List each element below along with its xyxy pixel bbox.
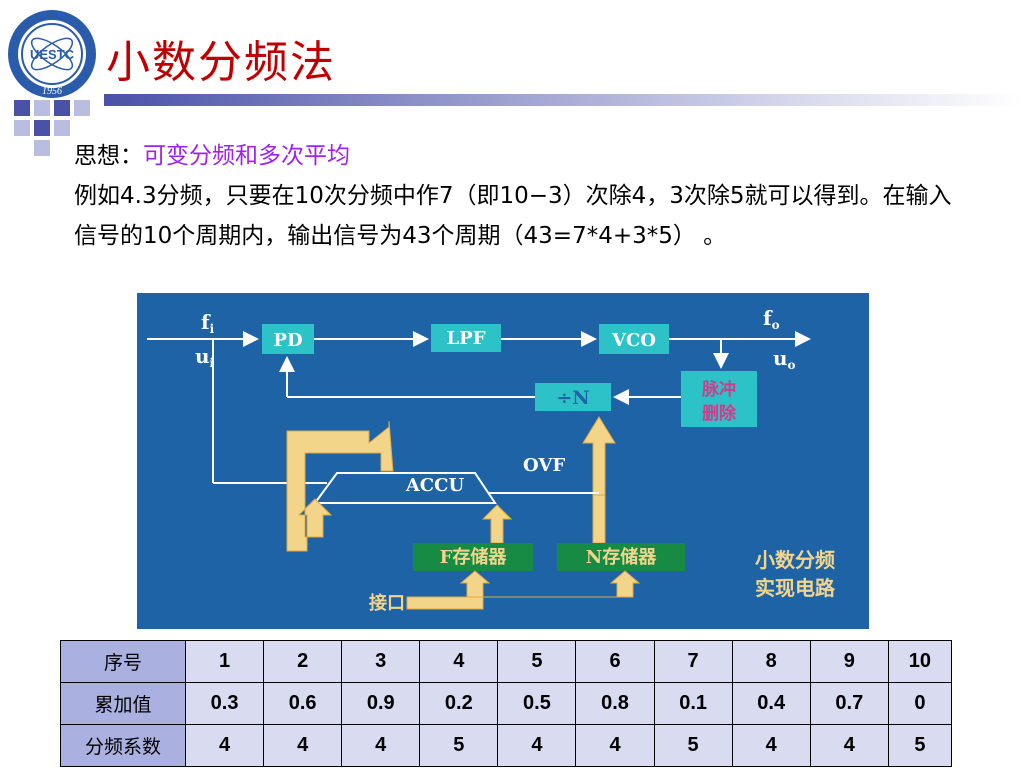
table-cell: 0.8 xyxy=(575,682,655,725)
table-cell: 4 xyxy=(341,724,421,767)
deco-square xyxy=(34,100,50,116)
table-cell: 0.2 xyxy=(419,682,499,725)
table-cell: 4 xyxy=(184,724,265,767)
ovf-label: OVF xyxy=(523,455,565,476)
title-underline-bar xyxy=(104,94,1024,106)
row-header: 序号 xyxy=(60,640,186,683)
accu-feedback-arrow xyxy=(286,420,394,552)
pd-block xyxy=(262,324,314,354)
table-cell: 7 xyxy=(653,640,733,683)
n-store-arrow xyxy=(592,494,606,544)
table-cell: 10 xyxy=(887,640,953,683)
svg-text:1956: 1956 xyxy=(42,86,62,97)
table-cell: 6 xyxy=(575,640,655,683)
vco-label: VCO xyxy=(611,330,656,351)
table-cell: 0.7 xyxy=(809,682,889,725)
n-store-block xyxy=(557,543,685,571)
idea-line: 思想：可变分频和多次平均 xyxy=(74,136,350,176)
diagram-caption-1: 小数分频 xyxy=(755,548,835,572)
table-cell: 0.6 xyxy=(263,682,343,725)
interface-arrow xyxy=(406,570,641,610)
pulse-delete-label-2: 删除 xyxy=(702,403,737,424)
deco-square xyxy=(34,120,50,136)
pulse-delete-block xyxy=(681,371,757,427)
accu-block xyxy=(313,472,497,504)
output-volt-label: uo xyxy=(773,346,796,372)
table-cell: 0 xyxy=(887,682,953,725)
table-cell: 5 xyxy=(497,640,577,683)
ovf-arrow xyxy=(582,416,616,496)
interface-label: 接口 xyxy=(369,592,405,614)
f-store-block xyxy=(413,543,533,571)
deco-square xyxy=(74,100,90,116)
divide-n-block xyxy=(535,383,611,411)
table-cell: 4 xyxy=(731,724,811,767)
deco-square xyxy=(14,120,30,136)
table-cell: 1 xyxy=(184,640,265,683)
idea-label: 思想： xyxy=(74,143,143,169)
deco-square xyxy=(34,140,50,156)
deco-square xyxy=(14,100,30,116)
divide-n-label: ÷N xyxy=(556,387,589,409)
table-cell: 4 xyxy=(497,724,577,767)
vco-block xyxy=(599,324,669,354)
table-cell: 0.5 xyxy=(497,682,577,725)
row-header: 分频系数 xyxy=(60,724,186,767)
slide-title: 小数分频法 xyxy=(106,37,336,88)
table-cell: 0.3 xyxy=(184,682,265,725)
university-logo: UESTC 1956 xyxy=(8,10,96,98)
diagram-caption-2: 实现电路 xyxy=(755,576,836,600)
table-cell: 0.4 xyxy=(731,682,811,725)
f-store-label: F存储器 xyxy=(440,546,508,568)
row-header: 累加值 xyxy=(60,682,186,725)
table-cell: 5 xyxy=(653,724,733,767)
table-cell: 5 xyxy=(887,724,953,767)
table-cell: 4 xyxy=(419,640,499,683)
table-cell: 0.1 xyxy=(653,682,733,725)
svg-text:UESTC: UESTC xyxy=(30,47,75,62)
n-store-label: N存储器 xyxy=(586,546,657,568)
lpf-label: LPF xyxy=(447,328,486,349)
deco-square xyxy=(54,120,70,136)
table-cell: 4 xyxy=(575,724,655,767)
pulse-delete-label-1: 脉冲 xyxy=(701,379,736,400)
table-cell: 4 xyxy=(809,724,889,767)
input-volt-label: ui xyxy=(195,344,215,370)
example-paragraph: 例如4.3分频，只要在10次分频中作7（即10−3）次除4，3次除5就可以得到。… xyxy=(74,183,952,249)
table-cell: 3 xyxy=(341,640,421,683)
table-cell: 8 xyxy=(731,640,811,683)
lpf-block xyxy=(431,324,501,352)
table-cell: 2 xyxy=(263,640,343,683)
deco-square xyxy=(54,100,70,116)
table-cell: 4 xyxy=(263,724,343,767)
table-cell: 0.9 xyxy=(341,682,421,725)
accu-label: ACCU xyxy=(405,475,465,496)
idea-highlight: 可变分频和多次平均 xyxy=(143,143,350,169)
output-freq-label: fo xyxy=(763,306,780,332)
f-store-arrow xyxy=(481,504,513,544)
table-cell: 9 xyxy=(809,640,889,683)
fractional-divider-circuit-diagram: fi ui PD LPF VCO fo uo 脉冲 删除 ÷N OVF xyxy=(137,293,869,629)
pd-label: PD xyxy=(273,330,302,351)
input-freq-label: fi xyxy=(201,310,215,336)
table-cell: 5 xyxy=(419,724,499,767)
